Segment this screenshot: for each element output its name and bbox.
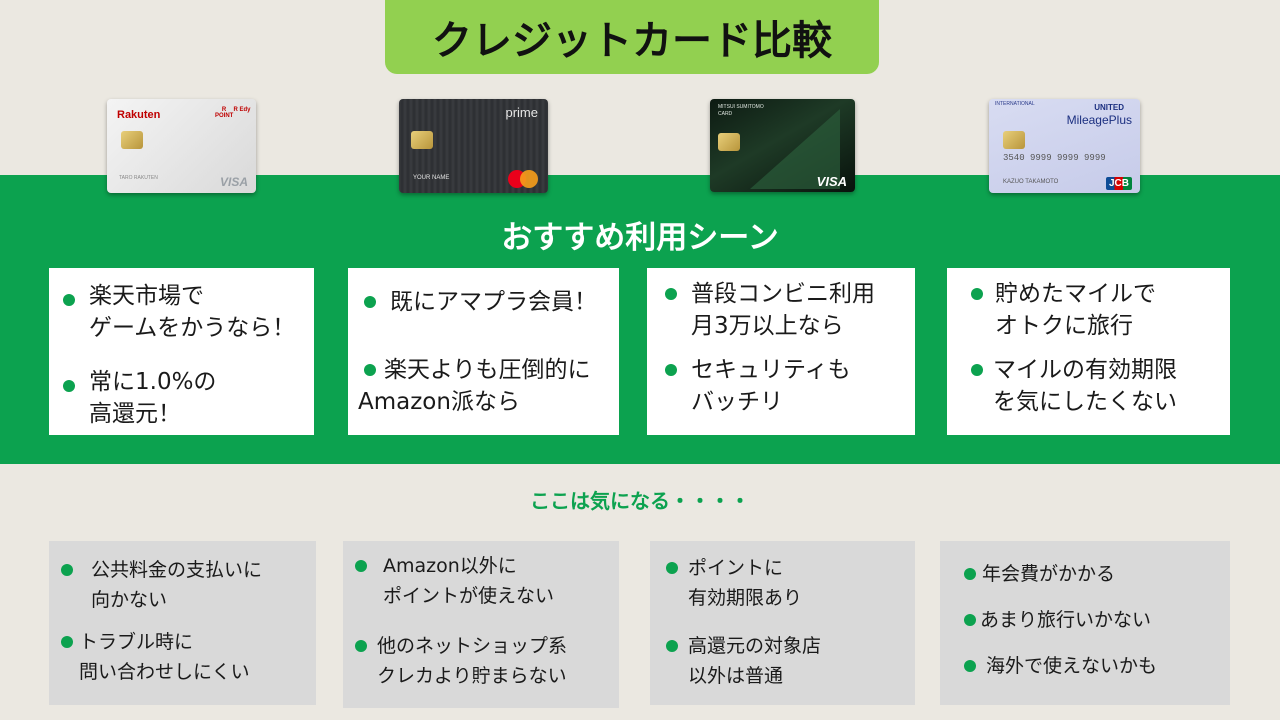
list-item: 既にアマプラ会員！: [348, 286, 597, 318]
jcb-logo: JCB: [1105, 177, 1132, 190]
list-item: 普段コンビニ利用 月3万以上なら: [647, 278, 875, 342]
card-mark: R Edy: [233, 107, 251, 113]
recommended-item-text: 貯めたマイルで オトクに旅行: [995, 281, 1156, 339]
concern-box-smbc: ポイントに 有効期限あり 高還元の対象店 以外は普通: [650, 541, 915, 705]
bullet-icon: [971, 364, 983, 376]
card-holder: KAZUO TAKAMOTO: [1003, 179, 1059, 185]
visa-logo: VISA: [219, 175, 248, 189]
bullet-icon: [63, 294, 75, 306]
bullet-icon: [964, 568, 976, 580]
concern-item-text: 年会費がかかる: [982, 563, 1116, 585]
concern-item-text: Amazon以外に ポイントが使えない: [383, 555, 555, 607]
bullet-icon: [666, 640, 678, 652]
concern-item-text: トラブル時に 問い合わせしにくい: [79, 631, 250, 683]
concern-item-text: ポイントに 有効期限あり: [688, 557, 803, 609]
list-item: 常に1.0%の 高還元！: [49, 366, 216, 430]
list-item: Amazon以外に ポイントが使えない: [343, 551, 554, 611]
concern-heading: ここは気になる・・・・: [530, 489, 750, 513]
smbc-card-image: MITSUI SUMITOMO CARD VISA: [710, 99, 855, 192]
list-item: あまり旅行いかない: [940, 605, 1151, 635]
list-item: 楽天市場で ゲームをかうなら！: [49, 280, 295, 344]
card-top-text: INTERNATIONAL: [995, 101, 1035, 107]
list-item: マイルの有効期限 を気にしたくない: [947, 354, 1177, 418]
recommended-item-text: 既にアマプラ会員！: [390, 289, 597, 315]
list-item: 年会費がかかる: [940, 559, 1115, 589]
bullet-icon: [355, 640, 367, 652]
recommended-scene-heading: おすすめ利用シーン: [501, 220, 779, 256]
card-mark: R POINT: [215, 107, 234, 119]
concern-item-text: 高還元の対象店 以外は普通: [688, 635, 822, 687]
card-sub-brand: MileagePlus: [1066, 113, 1132, 127]
recommended-box-smbc: 普段コンビニ利用 月3万以上なら セキュリティも バッチリ: [647, 268, 915, 435]
visa-logo: VISA: [816, 174, 847, 189]
recommended-item-text: 普段コンビニ利用 月3万以上なら: [691, 281, 875, 339]
concern-box-amazon: Amazon以外に ポイントが使えない 他のネットショップ系 クレカより貯まらな…: [343, 541, 619, 708]
concern-item-text: あまり旅行いかない: [980, 609, 1152, 631]
chip-icon: [121, 131, 143, 149]
chip-icon: [411, 131, 433, 149]
bullet-icon: [964, 614, 976, 626]
recommended-box-rakuten: 楽天市場で ゲームをかうなら！ 常に1.0%の 高還元！: [49, 268, 314, 435]
bullet-icon: [61, 564, 73, 576]
list-item: セキュリティも バッチリ: [647, 354, 851, 418]
card-brand: MITSUI SUMITOMO CARD: [718, 104, 764, 117]
recommended-item-text: 常に1.0%の 高還元！: [89, 369, 217, 427]
chip-icon: [718, 133, 740, 151]
recommended-item-text: マイルの有効期限 を気にしたくない: [993, 357, 1177, 415]
bullet-icon: [964, 660, 976, 672]
list-item: 他のネットショップ系 クレカより貯まらない: [343, 631, 567, 691]
card-holder: YOUR NAME: [413, 175, 450, 181]
list-item: トラブル時に 問い合わせしにくい: [49, 627, 250, 687]
bullet-icon: [666, 562, 678, 574]
concern-item-text: 公共料金の支払いに 向かない: [91, 559, 263, 611]
bullet-icon: [665, 288, 677, 300]
list-item: 高還元の対象店 以外は普通: [650, 631, 821, 691]
list-item: 海外で使えないかも: [940, 651, 1157, 681]
bullet-icon: [364, 364, 376, 376]
concern-item-text: 他のネットショップ系 クレカより貯まらない: [377, 635, 568, 687]
concern-item-text: 海外で使えないかも: [986, 655, 1158, 677]
bullet-icon: [61, 636, 73, 648]
list-item: ポイントに 有効期限あり: [650, 553, 802, 613]
concern-box-rakuten: 公共料金の支払いに 向かない トラブル時に 問い合わせしにくい: [49, 541, 316, 705]
card-holder: TARO RAKUTEN: [119, 175, 158, 181]
card-number: 3540 9999 9999 9999: [1003, 153, 1106, 163]
recommended-box-united: 貯めたマイルで オトクに旅行 マイルの有効期限 を気にしたくない: [947, 268, 1230, 435]
list-item: 貯めたマイルで オトクに旅行: [947, 278, 1156, 342]
bullet-icon: [364, 296, 376, 308]
recommended-item-text: 楽天よりも圧倒的に Amazon派なら: [358, 357, 591, 415]
bullet-icon: [665, 364, 677, 376]
mastercard-logo: [508, 170, 538, 188]
recommended-box-amazon: 既にアマプラ会員！ 楽天よりも圧倒的に Amazon派なら: [348, 268, 619, 435]
recommended-item-text: セキュリティも バッチリ: [691, 357, 851, 415]
bullet-icon: [971, 288, 983, 300]
rakuten-card-image: Rakuten R POINT R Edy TARO RAKUTEN VISA: [107, 99, 256, 193]
card-brand: UNITED: [1094, 103, 1124, 112]
list-item: 楽天よりも圧倒的に Amazon派なら: [348, 354, 591, 418]
list-item: 公共料金の支払いに 向かない: [49, 555, 262, 615]
page-title: クレジットカード比較: [385, 0, 879, 74]
chip-icon: [1003, 131, 1025, 149]
bullet-icon: [355, 560, 367, 572]
recommended-item-text: 楽天市場で ゲームをかうなら！: [89, 283, 296, 341]
card-brand: Rakuten: [117, 109, 161, 121]
card-decoration: [750, 109, 840, 189]
amazon-prime-card-image: prime YOUR NAME: [399, 99, 548, 193]
bullet-icon: [63, 380, 75, 392]
united-mileageplus-card-image: INTERNATIONAL UNITED MileagePlus 3540 99…: [989, 99, 1140, 193]
card-brand: prime: [505, 105, 538, 120]
concern-box-united: 年会費がかかる あまり旅行いかない 海外で使えないかも: [940, 541, 1230, 705]
